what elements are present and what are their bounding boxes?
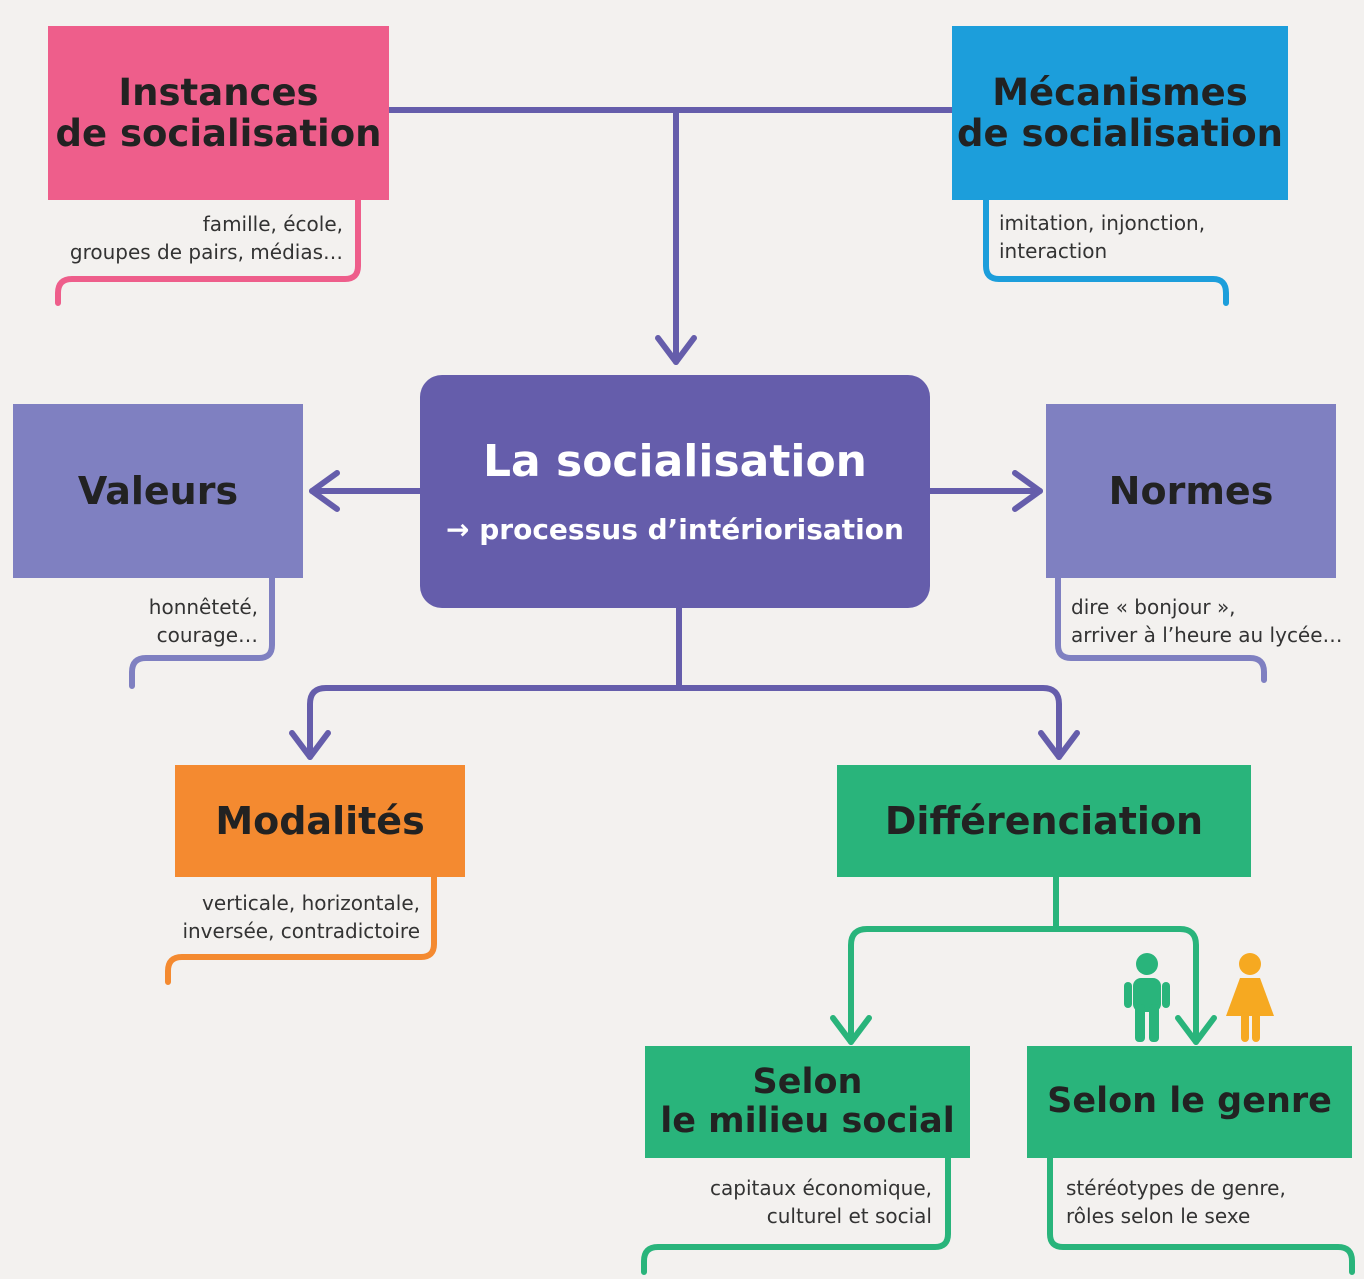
central-title: La socialisation [482,436,868,488]
modalites-note-line1: verticale, horizontale, [201,891,420,915]
differenciation-branch [830,874,1217,1045]
differenciation-box: Différenciation [837,765,1251,877]
instances-note-line1: famille, école, [202,212,343,236]
top-connector [386,107,955,365]
instances-title-line2: de socialisation [55,112,382,155]
boy-icon [1124,953,1170,1042]
mecanismes-note-line1: imitation, injonction, [999,211,1206,235]
genre-box: Selon le genre [1027,1046,1352,1158]
normes-box: Normes [1046,404,1336,578]
valeurs-title: Valeurs [77,468,239,513]
normes-note-line1: dire « bonjour », [1071,595,1236,619]
milieu-title-line1: Selon [752,1061,863,1102]
valeurs-box: Valeurs [13,404,303,578]
mecanismes-title-line1: Mécanismes [992,70,1248,114]
genre-note-line1: stéréotypes de genre, [1066,1176,1286,1200]
mecanismes-title-line2: de socialisation [957,112,1283,155]
modalites-bracket [165,874,437,985]
mecanismes-note-line2: interaction [999,239,1108,263]
mecanismes-box: Mécanismes de socialisation [952,26,1288,200]
mecanismes-bracket [983,197,1229,306]
instances-box: Instances de socialisation [48,26,389,200]
modalites-title: Modalités [215,798,425,843]
central-subtitle-row: → processus d’intériorisation [446,514,904,545]
modalites-note: verticale, horizontale, inversée, contra… [182,889,420,945]
instances-title-line1: Instances [118,70,319,114]
modalites-note-line2: inversée, contradictoire [182,919,420,943]
milieu-note-line2: culturel et social [766,1204,932,1228]
genre-note: stéréotypes de genre, rôles selon le sex… [1066,1174,1286,1230]
normes-note-line2: arriver à l’heure au lycée… [1071,623,1343,647]
milieu-box: Selon le milieu social [645,1046,970,1158]
girl-icon [1226,953,1274,1042]
central-subtitle: processus d’intériorisation [479,513,904,547]
instances-bracket [55,197,361,306]
valeurs-note: honnêteté, courage… [149,593,258,649]
milieu-bracket [641,1155,951,1275]
milieu-title-line2: le milieu social [660,1101,955,1141]
bottom-branch [289,605,1080,760]
arrow-right-icon: → [446,513,470,547]
milieu-note-line1: capitaux économique, [710,1176,932,1200]
genre-title: Selon le genre [1047,1081,1332,1122]
central-box: La socialisation → processus d’intériori… [420,375,930,608]
side-arrows [309,470,1043,512]
normes-title: Normes [1108,468,1274,513]
instances-note: famille, école, groupes de pairs, médias… [70,210,343,266]
valeurs-note-line2: courage… [156,623,258,647]
modalites-box: Modalités [175,765,465,877]
normes-bracket [1055,575,1267,683]
valeurs-note-line1: honnêteté, [148,595,258,619]
genre-bracket [1047,1155,1355,1275]
differenciation-title: Différenciation [884,798,1204,843]
milieu-note: capitaux économique, culturel et social [710,1174,932,1230]
valeurs-bracket [129,575,275,689]
genre-note-line2: rôles selon le sexe [1066,1204,1251,1228]
instances-note-line2: groupes de pairs, médias… [69,240,343,264]
mecanismes-note: imitation, injonction, interaction [999,209,1205,265]
normes-note: dire « bonjour », arriver à l’heure au l… [1071,593,1343,649]
